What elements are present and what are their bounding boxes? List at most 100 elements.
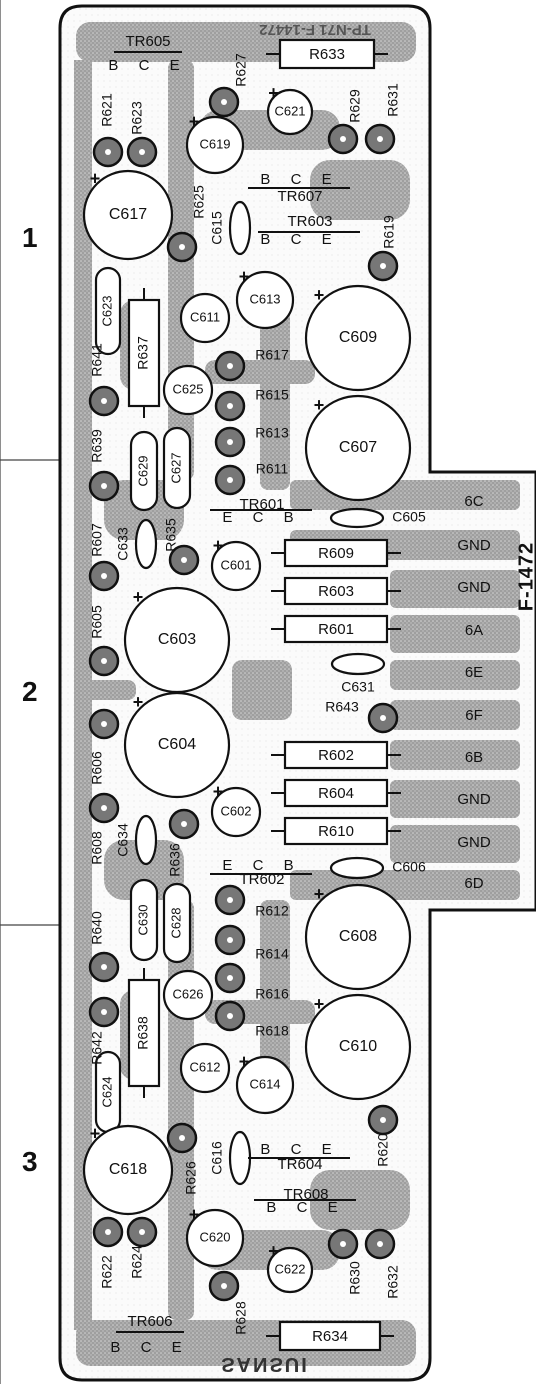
pad-r618: R618: [214, 1000, 289, 1039]
pad-r632: R632: [364, 1228, 401, 1299]
pad-r605: R605: [89, 605, 120, 677]
component-label: C605: [392, 509, 426, 525]
transistor-pins: B C E: [110, 1339, 189, 1356]
resistor-r637: R637: [127, 288, 161, 418]
capacitor-c623: C623: [94, 266, 122, 356]
capacitor-c622: C622+: [266, 1241, 314, 1294]
component-label: R626: [183, 1161, 199, 1195]
pad-r606: R606: [89, 708, 120, 785]
component-label: R622: [99, 1255, 115, 1289]
component-label: C620: [199, 1229, 230, 1244]
resistor-r610: R610: [271, 816, 401, 846]
component-label: R636: [167, 843, 183, 877]
pad-r642: R642: [89, 996, 120, 1065]
component-label: R641: [89, 343, 105, 377]
component-label: C625: [172, 381, 203, 396]
component-label: C624: [99, 1076, 114, 1107]
capacitor-c610: C610 +: [304, 993, 412, 1101]
component-label: R630: [347, 1261, 363, 1295]
component-label: C607: [339, 439, 377, 456]
component-label: C606: [392, 859, 426, 875]
component-label: C609: [339, 329, 377, 346]
component-label: R620: [375, 1133, 391, 1167]
pad-r628: R628: [208, 1270, 249, 1335]
polarity-mark: +: [189, 1204, 200, 1224]
component-label: R603: [318, 583, 354, 600]
component-label: C614: [249, 1076, 280, 1091]
capacitor-c605: C605: [329, 507, 426, 529]
resistor-r602: R602: [271, 740, 401, 770]
electrolytic-capacitors: C617+C619+C621+C611C613+C609+C625C607+C6…: [82, 83, 412, 1294]
component-label: R623: [129, 101, 145, 135]
polarity-mark: +: [90, 169, 101, 189]
capacitor-c618: C618+: [82, 1124, 174, 1216]
pad-r627: R627: [208, 53, 249, 118]
capacitor-c612: C612: [179, 1042, 231, 1094]
bottom-mirror-text: SANSUI: [221, 1353, 309, 1375]
terminal-label: 6F: [465, 707, 483, 724]
capacitor-c601: C601+: [210, 536, 262, 592]
terminal-label: 6D: [464, 875, 483, 892]
terminal-gnd-8: GND: [457, 834, 491, 851]
component-label: C633: [115, 527, 131, 561]
component-label: C603: [158, 631, 196, 648]
component-label: C634: [115, 823, 131, 857]
capacitor-c625: C625: [162, 364, 214, 416]
pad-r639: R639: [89, 429, 120, 502]
capacitor-c602: C602+: [210, 782, 262, 838]
component-label: C629: [135, 455, 150, 486]
component-label: R618: [255, 1023, 289, 1039]
component-label: C613: [249, 291, 280, 306]
pad-r631: R631: [364, 83, 401, 155]
polarity-mark: +: [314, 285, 325, 305]
component-label: C618: [109, 1161, 147, 1178]
component-label: C610: [339, 1038, 377, 1055]
component-label: R637: [135, 336, 151, 370]
board-id-label: F-1472: [515, 541, 536, 612]
polarity-mark: +: [189, 111, 200, 131]
pad-r621: R621: [92, 93, 124, 168]
capacitor-c604: C604+: [123, 691, 231, 799]
component-label: TR605: [125, 33, 170, 50]
component-label: C622: [274, 1261, 305, 1276]
polarity-mark: +: [314, 994, 325, 1014]
component-label: C631: [341, 679, 375, 695]
component-label: R640: [89, 911, 105, 945]
transistor-pins: B C E: [260, 231, 339, 248]
polarity-mark: +: [239, 266, 250, 286]
transistor-pins: B C E: [260, 171, 339, 188]
component-label: TR606: [127, 1313, 172, 1330]
component-label: R615: [255, 387, 289, 403]
capacitor-c620: C620 +: [185, 1204, 245, 1268]
pad-r607: R607: [89, 523, 120, 592]
terminal-label: 6C: [464, 493, 483, 510]
resistor-r601: R601: [271, 614, 401, 644]
terminal-6a-3: 6A: [465, 622, 483, 639]
component-label: C617: [109, 206, 147, 223]
pad-r636: R636: [167, 808, 200, 877]
pad-r614: R614: [214, 924, 289, 962]
component-label: R613: [255, 425, 289, 441]
component-label: C619: [199, 136, 230, 151]
pad-r640: R640: [89, 911, 120, 983]
component-label: C616: [209, 1141, 225, 1175]
terminal-label: GND: [457, 537, 491, 554]
transistor-pins: B C E: [260, 1141, 339, 1158]
pad-r620: R620: [367, 1104, 399, 1167]
component-label: C608: [339, 928, 377, 945]
pad-r608: R608: [89, 792, 120, 865]
component-label: TR608: [283, 1186, 328, 1203]
component-label: C621: [274, 103, 305, 118]
terminal-6d-9: 6D: [464, 875, 483, 892]
component-label: TR602: [239, 871, 284, 888]
pad-r625: R625: [166, 185, 207, 263]
component-label: R610: [318, 823, 354, 840]
component-label: R612: [255, 903, 289, 919]
